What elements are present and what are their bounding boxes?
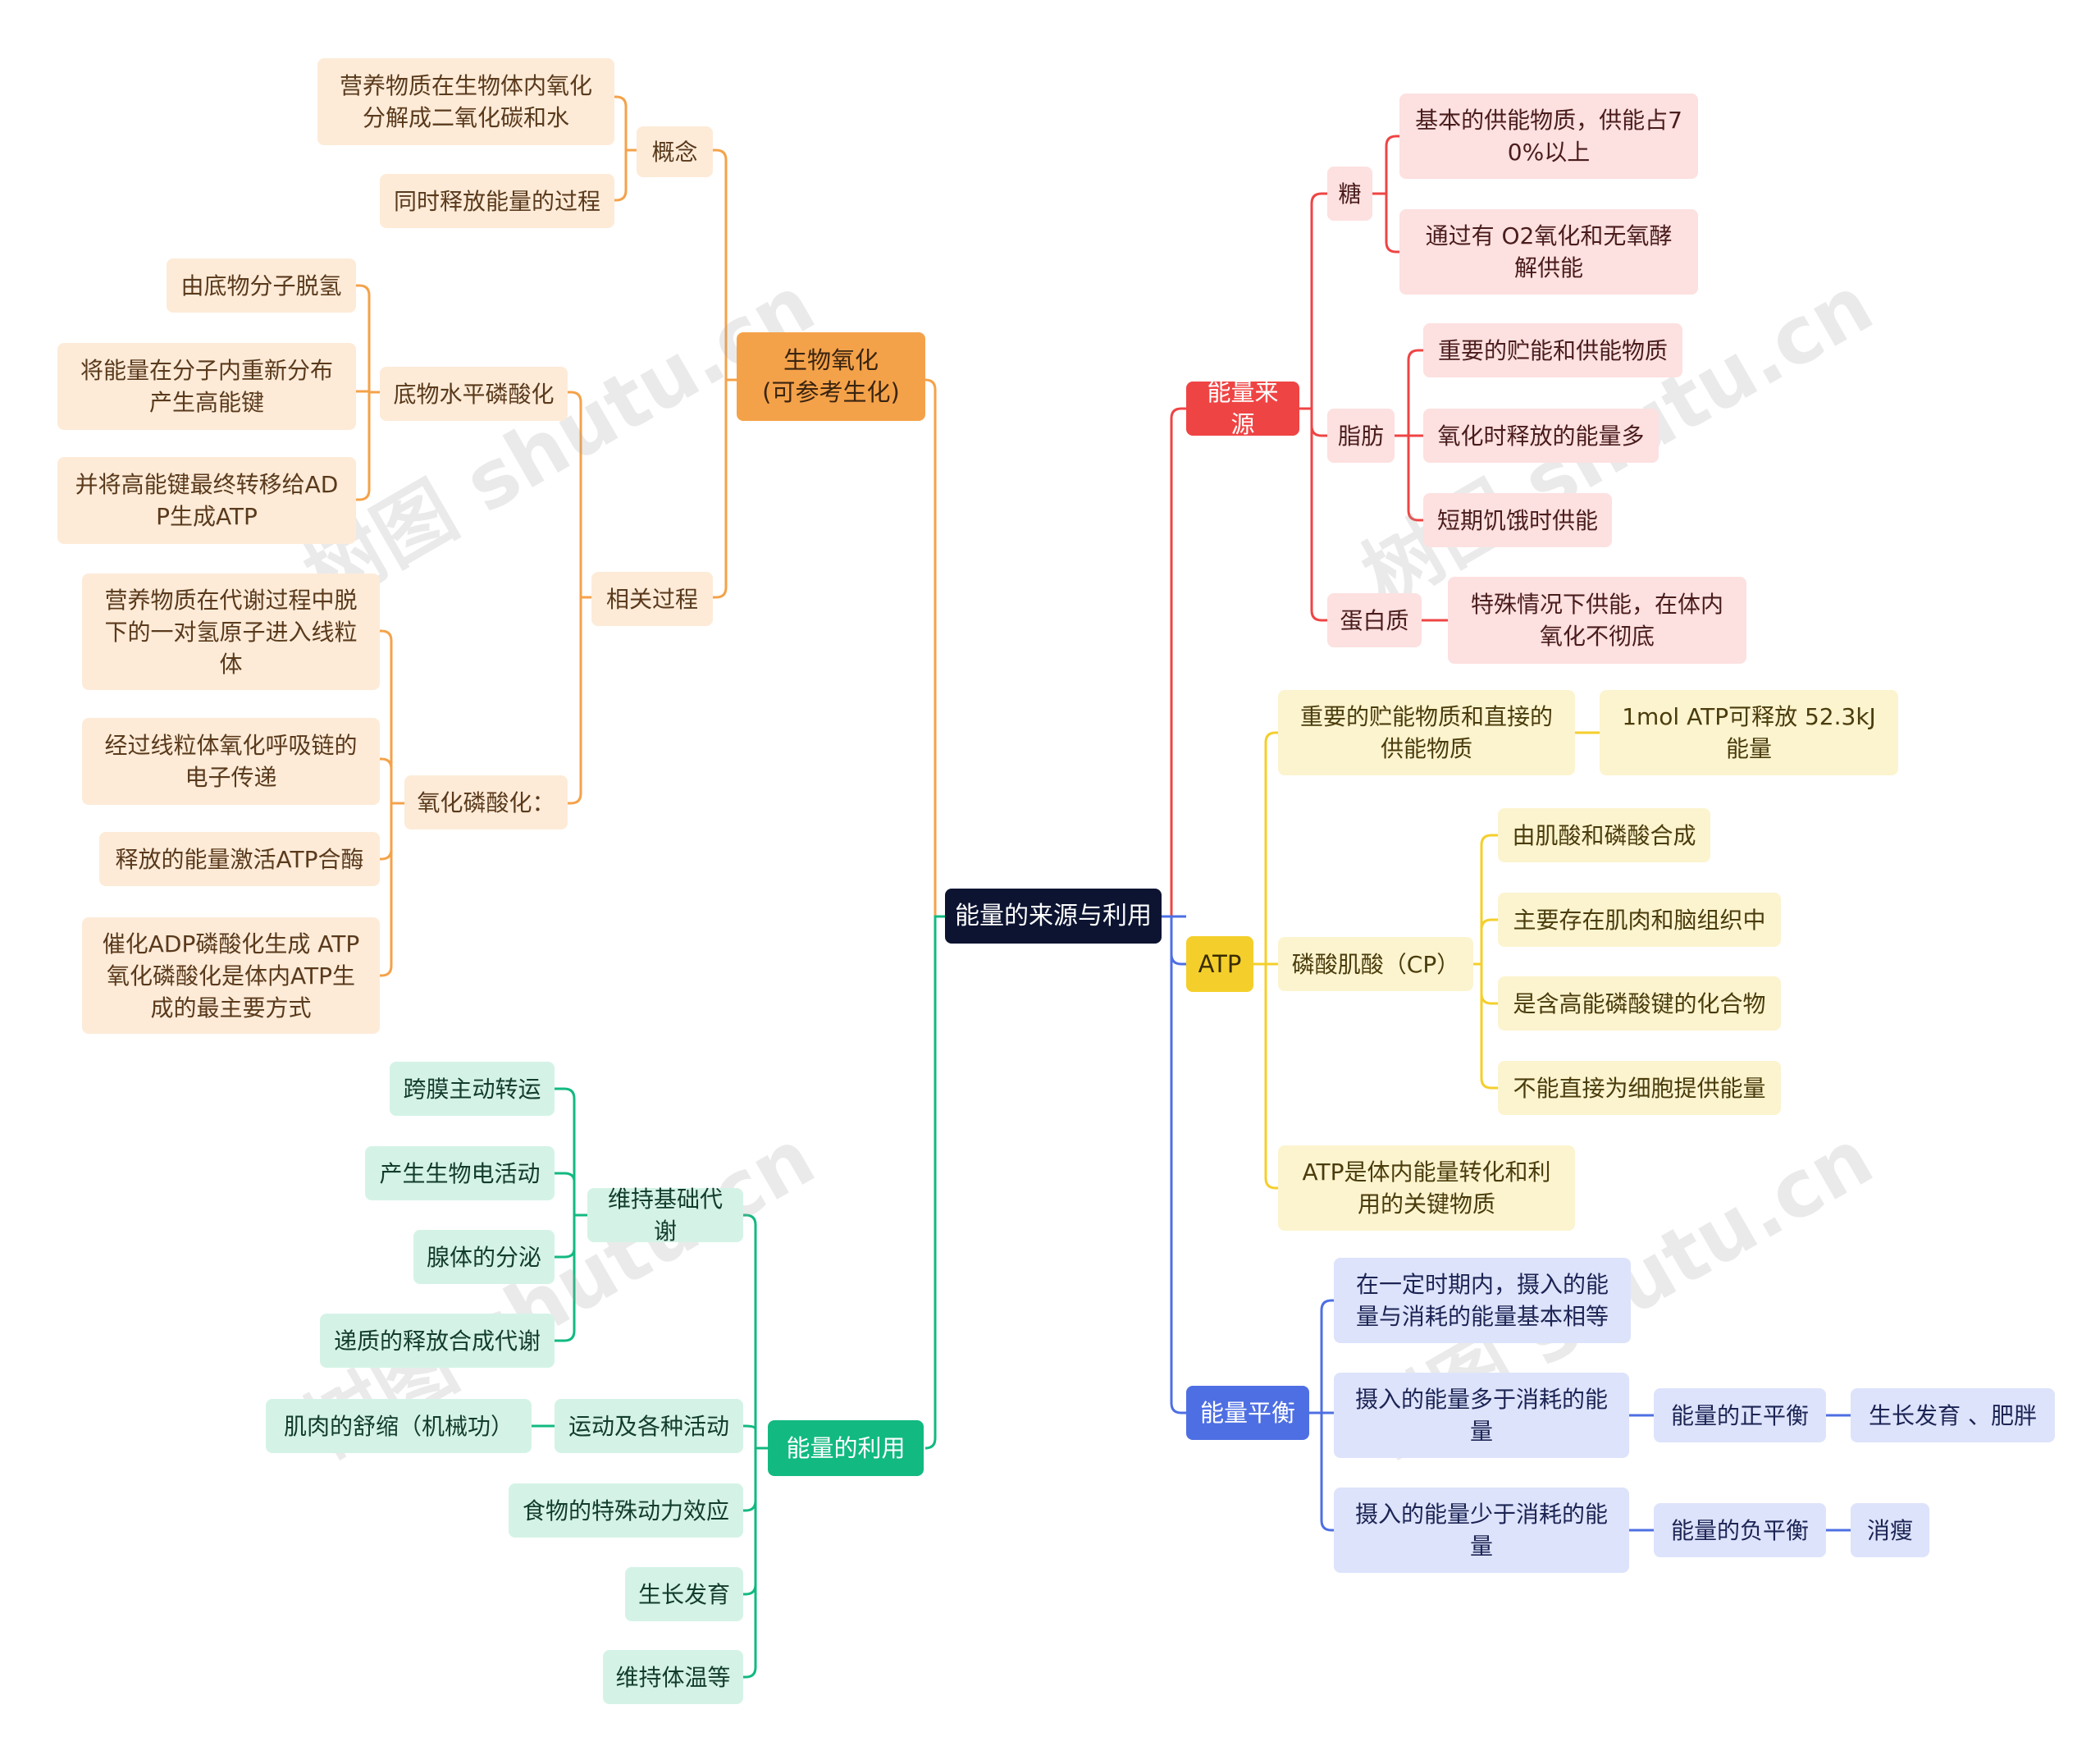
intake-less-node[interactable]: 摄入的能量少于消耗的能 量 [1334, 1488, 1629, 1573]
negative-balance-example[interactable]: 消瘦 [1851, 1503, 1929, 1557]
substrate-phosphorylation-node[interactable]: 底物水平磷酸化 [380, 367, 568, 421]
root-node[interactable]: 能量的来源与利用 [945, 889, 1162, 944]
atp-storage-node[interactable]: 重要的贮能物质和直接的 供能物质 [1278, 690, 1575, 775]
intake-more-node[interactable]: 摄入的能量多于消耗的能 量 [1334, 1373, 1629, 1458]
activity-item[interactable]: 肌肉的舒缩（机械功） [266, 1399, 532, 1453]
oxidative-item-4[interactable]: 催化ADP磷酸化生成 ATP 氧化磷酸化是体内ATP生 成的最主要方式 [82, 917, 380, 1034]
sugar-item-2[interactable]: 通过有 O2氧化和无氧酵 解供能 [1399, 209, 1698, 295]
basal-item-4[interactable]: 递质的释放合成代谢 [320, 1314, 555, 1368]
balance-equal-node[interactable]: 在一定时期内，摄入的能 量与消耗的能量基本相等 [1334, 1258, 1631, 1343]
substrate-item-3[interactable]: 并将高能键最终转移给AD P生成ATP [57, 457, 356, 544]
cp-item-2[interactable]: 主要存在肌肉和脑组织中 [1498, 893, 1781, 947]
oxidative-item-1[interactable]: 营养物质在代谢过程中脱 下的一对氢原子进入线粒 体 [82, 574, 380, 690]
sugar-node[interactable]: 糖 [1327, 167, 1372, 221]
bio-oxidation-node[interactable]: 生物氧化 (可参考生化) [737, 332, 925, 421]
oxidative-phosphorylation-node[interactable]: 氧化磷酸化： [404, 775, 568, 830]
atp-key-node[interactable]: ATP是体内能量转化和利 用的关键物质 [1278, 1145, 1575, 1231]
protein-item[interactable]: 特殊情况下供能，在体内 氧化不彻底 [1448, 577, 1746, 664]
positive-balance-example[interactable]: 生长发育 、肥胖 [1851, 1388, 2055, 1442]
fat-item-3[interactable]: 短期饥饿时供能 [1423, 493, 1612, 547]
atp-node[interactable]: ATP [1186, 936, 1253, 992]
energy-source-node[interactable]: 能量来源 [1186, 378, 1299, 438]
concept-node[interactable]: 概念 [637, 126, 713, 177]
use-item-temperature[interactable]: 维持体温等 [603, 1650, 743, 1704]
oxidative-item-3[interactable]: 释放的能量激活ATP合酶 [99, 832, 380, 886]
atp-storage-item[interactable]: 1mol ATP可释放 52.3kJ 能量 [1600, 690, 1898, 775]
fat-item-1[interactable]: 重要的贮能和供能物质 [1423, 323, 1682, 377]
substrate-item-2[interactable]: 将能量在分子内重新分布 产生高能键 [57, 343, 356, 430]
positive-balance-node[interactable]: 能量的正平衡 [1654, 1388, 1826, 1442]
sugar-item-1[interactable]: 基本的供能物质，供能占7 0%以上 [1399, 94, 1698, 179]
fat-item-2[interactable]: 氧化时释放的能量多 [1423, 409, 1659, 463]
basal-item-1[interactable]: 跨膜主动转运 [390, 1062, 555, 1116]
basal-item-3[interactable]: 腺体的分泌 [413, 1230, 555, 1284]
protein-node[interactable]: 蛋白质 [1327, 593, 1422, 647]
energy-use-node[interactable]: 能量的利用 [768, 1420, 924, 1476]
negative-balance-node[interactable]: 能量的负平衡 [1654, 1503, 1826, 1557]
cp-item-3[interactable]: 是含高能磷酸键的化合物 [1498, 976, 1781, 1031]
fat-node[interactable]: 脂肪 [1327, 409, 1395, 463]
oxidative-item-2[interactable]: 经过线粒体氧化呼吸链的 电子传递 [82, 718, 380, 805]
energy-balance-node[interactable]: 能量平衡 [1186, 1386, 1309, 1440]
use-item-growth[interactable]: 生长发育 [625, 1567, 743, 1621]
phosphocreatine-node[interactable]: 磷酸肌酸（CP） [1278, 937, 1473, 991]
activity-node[interactable]: 运动及各种活动 [555, 1399, 743, 1453]
cp-item-1[interactable]: 由肌酸和磷酸合成 [1498, 808, 1710, 862]
use-item-food[interactable]: 食物的特殊动力效应 [509, 1483, 743, 1538]
basal-metabolism-node[interactable]: 维持基础代谢 [587, 1186, 743, 1245]
concept-item-2[interactable]: 同时释放能量的过程 [380, 174, 614, 228]
concept-item-1[interactable]: 营养物质在生物体内氧化 分解成二氧化碳和水 [317, 58, 614, 145]
basal-item-2[interactable]: 产生生物电活动 [365, 1146, 555, 1200]
cp-item-4[interactable]: 不能直接为细胞提供能量 [1498, 1061, 1781, 1115]
substrate-item-1[interactable]: 由底物分子脱氢 [167, 258, 356, 313]
related-process-node[interactable]: 相关过程 [591, 572, 713, 626]
